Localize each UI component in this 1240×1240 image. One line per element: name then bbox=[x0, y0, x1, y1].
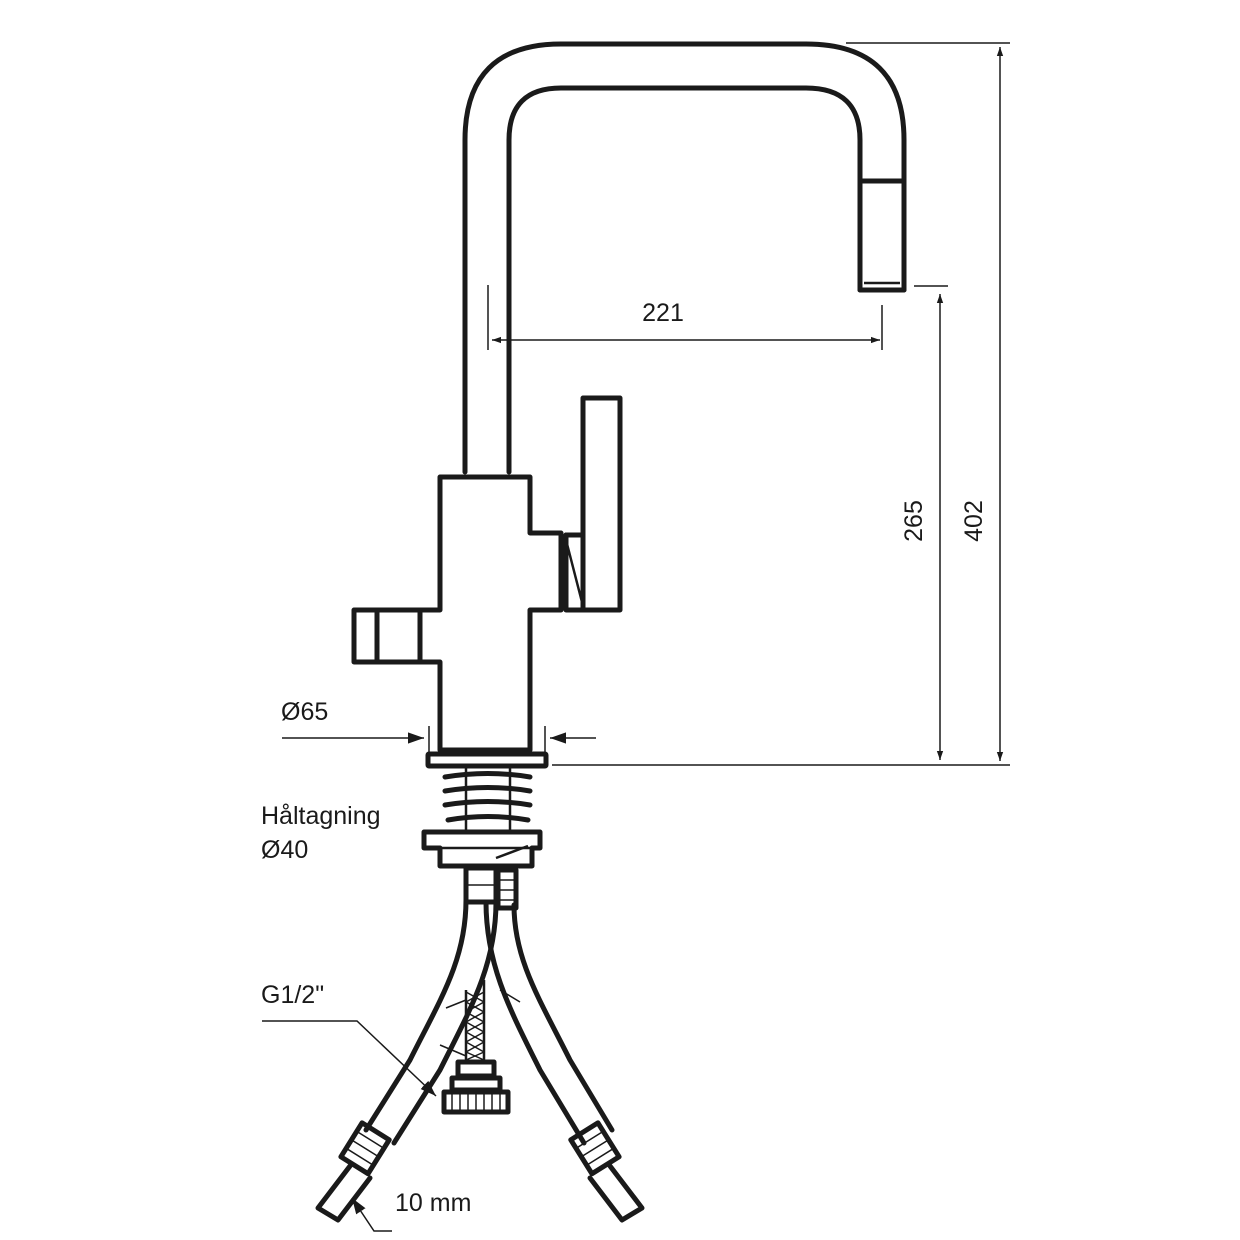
threaded-shank bbox=[442, 768, 533, 830]
hole-label-line2: Ø40 bbox=[261, 836, 308, 864]
spout bbox=[462, 41, 907, 475]
dimension-total-height: 402 bbox=[552, 42, 1010, 766]
right-supply-hose bbox=[483, 899, 645, 1223]
mounting-nut bbox=[421, 829, 543, 869]
thread-label: G1/2" bbox=[261, 981, 437, 1097]
dimension-spout-height: 265 bbox=[900, 285, 948, 760]
dimension-reach: 221 bbox=[487, 285, 883, 350]
spout-height-value: 265 bbox=[900, 500, 928, 542]
dimension-base-diameter: Ø65 bbox=[281, 698, 596, 752]
hose-size-value: 10 mm bbox=[395, 1189, 471, 1217]
base-flange bbox=[425, 751, 549, 769]
thread-value: G1/2" bbox=[261, 981, 324, 1009]
lever-handle bbox=[563, 395, 623, 613]
base-diameter-label: Ø65 bbox=[281, 698, 328, 726]
reach-value: 221 bbox=[642, 299, 684, 327]
center-braided-hose bbox=[441, 980, 511, 1115]
hose-connector bbox=[463, 865, 519, 911]
hole-label-line1: Håltagning bbox=[261, 802, 381, 830]
left-supply-hose bbox=[315, 897, 499, 1223]
hose-size-label: 10 mm bbox=[351, 1189, 471, 1232]
faucet-body bbox=[417, 474, 564, 753]
side-outlet bbox=[351, 607, 423, 665]
total-height-value: 402 bbox=[960, 500, 988, 542]
hole-size-label: Håltagning Ø40 bbox=[261, 802, 381, 864]
